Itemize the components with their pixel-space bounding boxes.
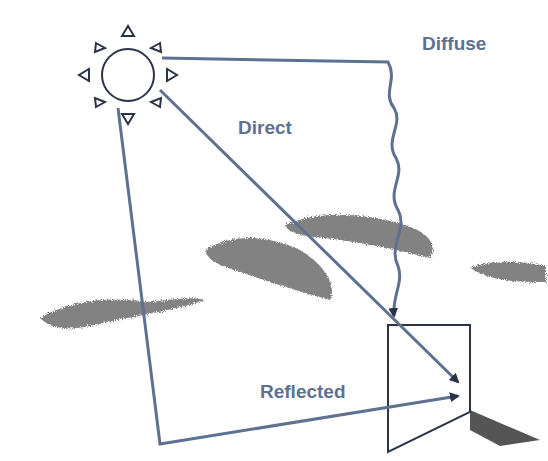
ray-label: Diffuse [420,34,488,55]
sun-symbol [79,26,177,124]
ray-label: Reflected [258,382,348,403]
clouds [40,215,546,329]
collector-building [388,325,540,452]
ray-label: Direct [236,118,294,139]
radiation-rays [118,58,458,444]
